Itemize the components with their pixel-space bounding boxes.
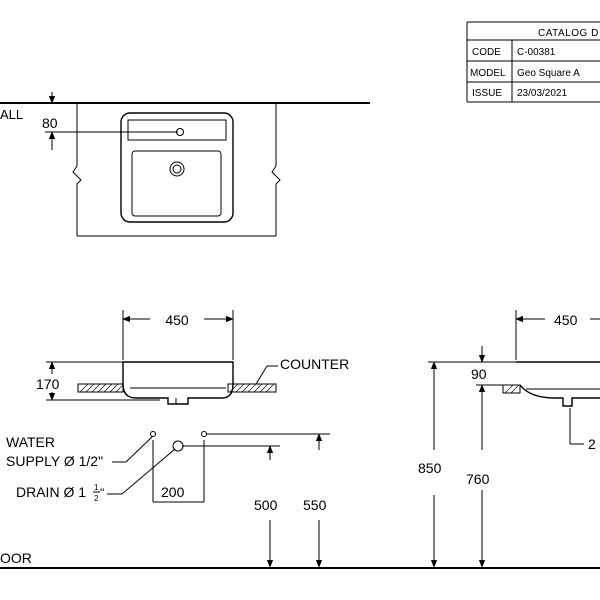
counter-label: COUNTER bbox=[280, 356, 349, 372]
dim-2: 2 bbox=[588, 436, 596, 452]
water-inlet-left bbox=[150, 431, 156, 437]
plan-view: ALL 80 bbox=[0, 92, 370, 237]
dim-200: 200 bbox=[161, 484, 185, 500]
drain-label: DRAIN Ø 1 bbox=[16, 484, 86, 500]
side-counter bbox=[502, 384, 521, 394]
catalog-code-value: C-00381 bbox=[517, 47, 556, 58]
basin-bowl bbox=[131, 150, 222, 217]
tap-hole bbox=[176, 128, 184, 136]
catalog-issue-value: 23/03/2021 bbox=[517, 88, 567, 99]
front-height-170: 170 bbox=[36, 376, 60, 392]
drain-label-main: DRAIN Ø 1 bbox=[16, 484, 86, 500]
basin-outer bbox=[120, 112, 234, 223]
water-label-1: WATER bbox=[6, 434, 55, 450]
dim-550: 550 bbox=[303, 497, 327, 513]
front-basin-body bbox=[122, 361, 234, 405]
counter-left bbox=[77, 383, 124, 393]
side-basin-body bbox=[516, 361, 600, 407]
front-width-450: 450 bbox=[165, 312, 189, 328]
catalog-model-label: MODEL bbox=[470, 68, 506, 79]
water-label-2: SUPPLY Ø 1/2" bbox=[6, 453, 103, 469]
basin-top-shelf bbox=[127, 119, 227, 141]
water-inlet-right bbox=[201, 431, 207, 437]
drain-inner bbox=[172, 164, 182, 174]
drain-label-end: " bbox=[100, 486, 104, 500]
drain-frac-num: 1 bbox=[94, 483, 99, 492]
drain-pipe bbox=[172, 440, 184, 452]
side-width-450: 450 bbox=[554, 312, 578, 328]
dim-760: 760 bbox=[466, 471, 490, 487]
catalog-model-value: Geo Square A bbox=[517, 68, 580, 79]
front-view: 450 170 COUNTER WATER S bbox=[0, 310, 600, 569]
floor-label: OOR bbox=[0, 550, 32, 566]
wall-label: ALL bbox=[0, 107, 23, 122]
dim-80: 80 bbox=[42, 115, 58, 131]
catalog-issue-label: ISSUE bbox=[472, 88, 502, 99]
dim-500: 500 bbox=[254, 497, 278, 513]
catalog-code-label: CODE bbox=[472, 47, 501, 58]
drain-frac-den: 2 bbox=[94, 494, 99, 503]
counter-right bbox=[227, 383, 277, 393]
drain-outer bbox=[169, 161, 185, 177]
dim-90: 90 bbox=[471, 366, 487, 382]
catalog-table: CATALOG D CODE C-00381 MODEL Geo Square … bbox=[466, 21, 600, 103]
catalog-header: CATALOG D bbox=[538, 28, 599, 39]
dim-850: 850 bbox=[418, 460, 442, 476]
side-view: 450 90 2 850 760 bbox=[418, 310, 600, 568]
